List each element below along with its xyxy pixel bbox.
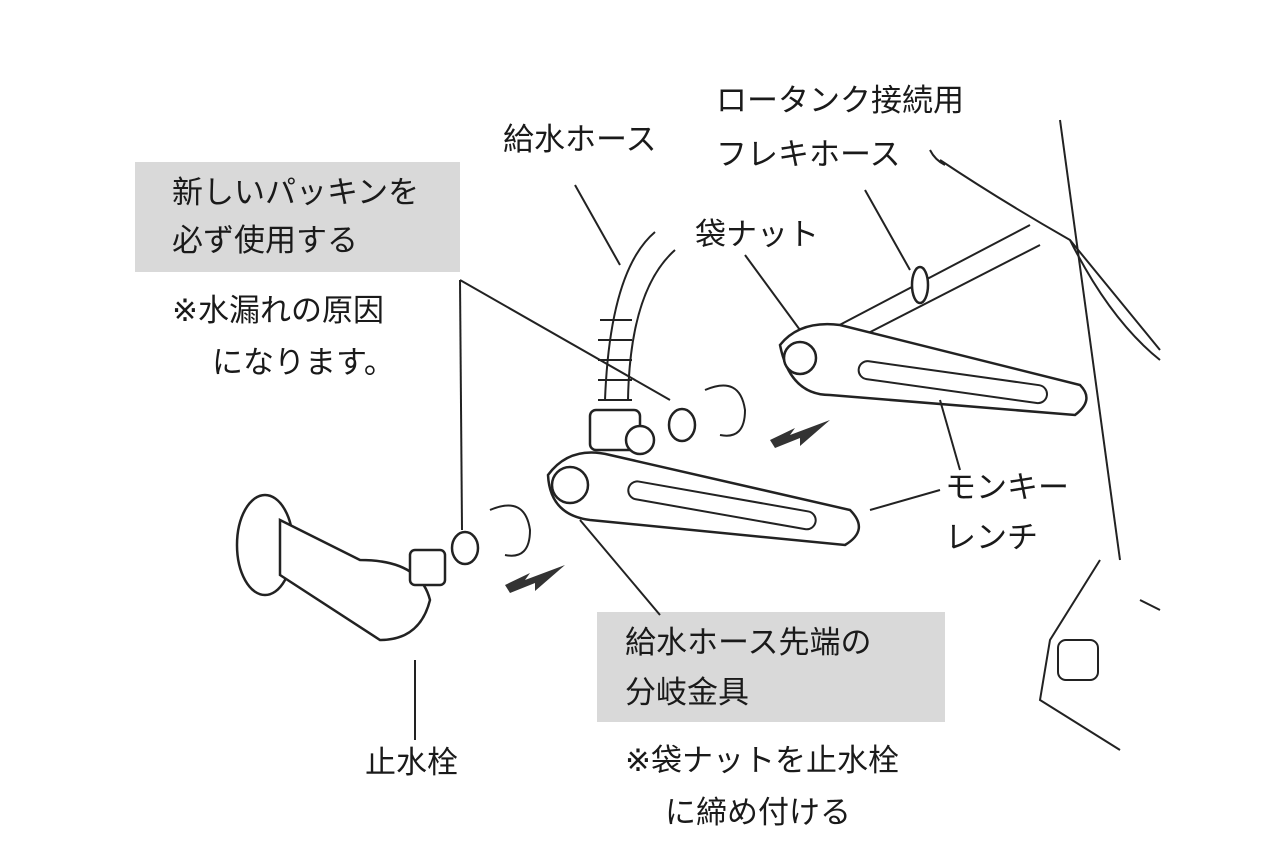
supply-hose-label: 給水ホース: [503, 122, 657, 158]
tighten-note-line2: に締め付ける: [665, 795, 851, 831]
stop-valve-label: 止水栓: [365, 745, 458, 781]
direction-arrows: [505, 420, 830, 593]
flex-hose: [829, 224, 1041, 346]
wrench-label-line1: モンキー: [945, 470, 1069, 506]
toilet-tank-outline: [939, 119, 1161, 751]
wrench-label-line2: レンチ: [945, 520, 1038, 556]
fitting-callout-box: [597, 612, 945, 722]
stop-valve: [235, 493, 447, 642]
packing-rings: [450, 384, 747, 566]
packing-callout-box: [135, 162, 460, 272]
cap-nut-label: 袋ナット: [695, 217, 819, 253]
new-packing-label-line1: 新しいパッキンを: [172, 175, 420, 211]
branch-fitting-label-line1: 給水ホース先端の: [625, 625, 872, 661]
flex-hose-label-line1: ロータンク接続用: [716, 83, 964, 119]
branch-fitting-label-line2: 分岐金具: [625, 675, 749, 711]
upper-wrench: [778, 323, 1088, 417]
flex-hose-label-line2: フレキホース: [716, 137, 901, 173]
leak-note-line2: になります。: [212, 345, 395, 381]
new-packing-label-line2: 必ず使用する: [172, 223, 358, 259]
leak-note-line1: ※水漏れの原因: [172, 293, 384, 329]
tighten-note-line1: ※袋ナットを止水栓: [625, 743, 899, 779]
supply-hose: [588, 231, 676, 452]
lower-wrench: [546, 424, 860, 547]
leader-lines: [414, 149, 961, 740]
